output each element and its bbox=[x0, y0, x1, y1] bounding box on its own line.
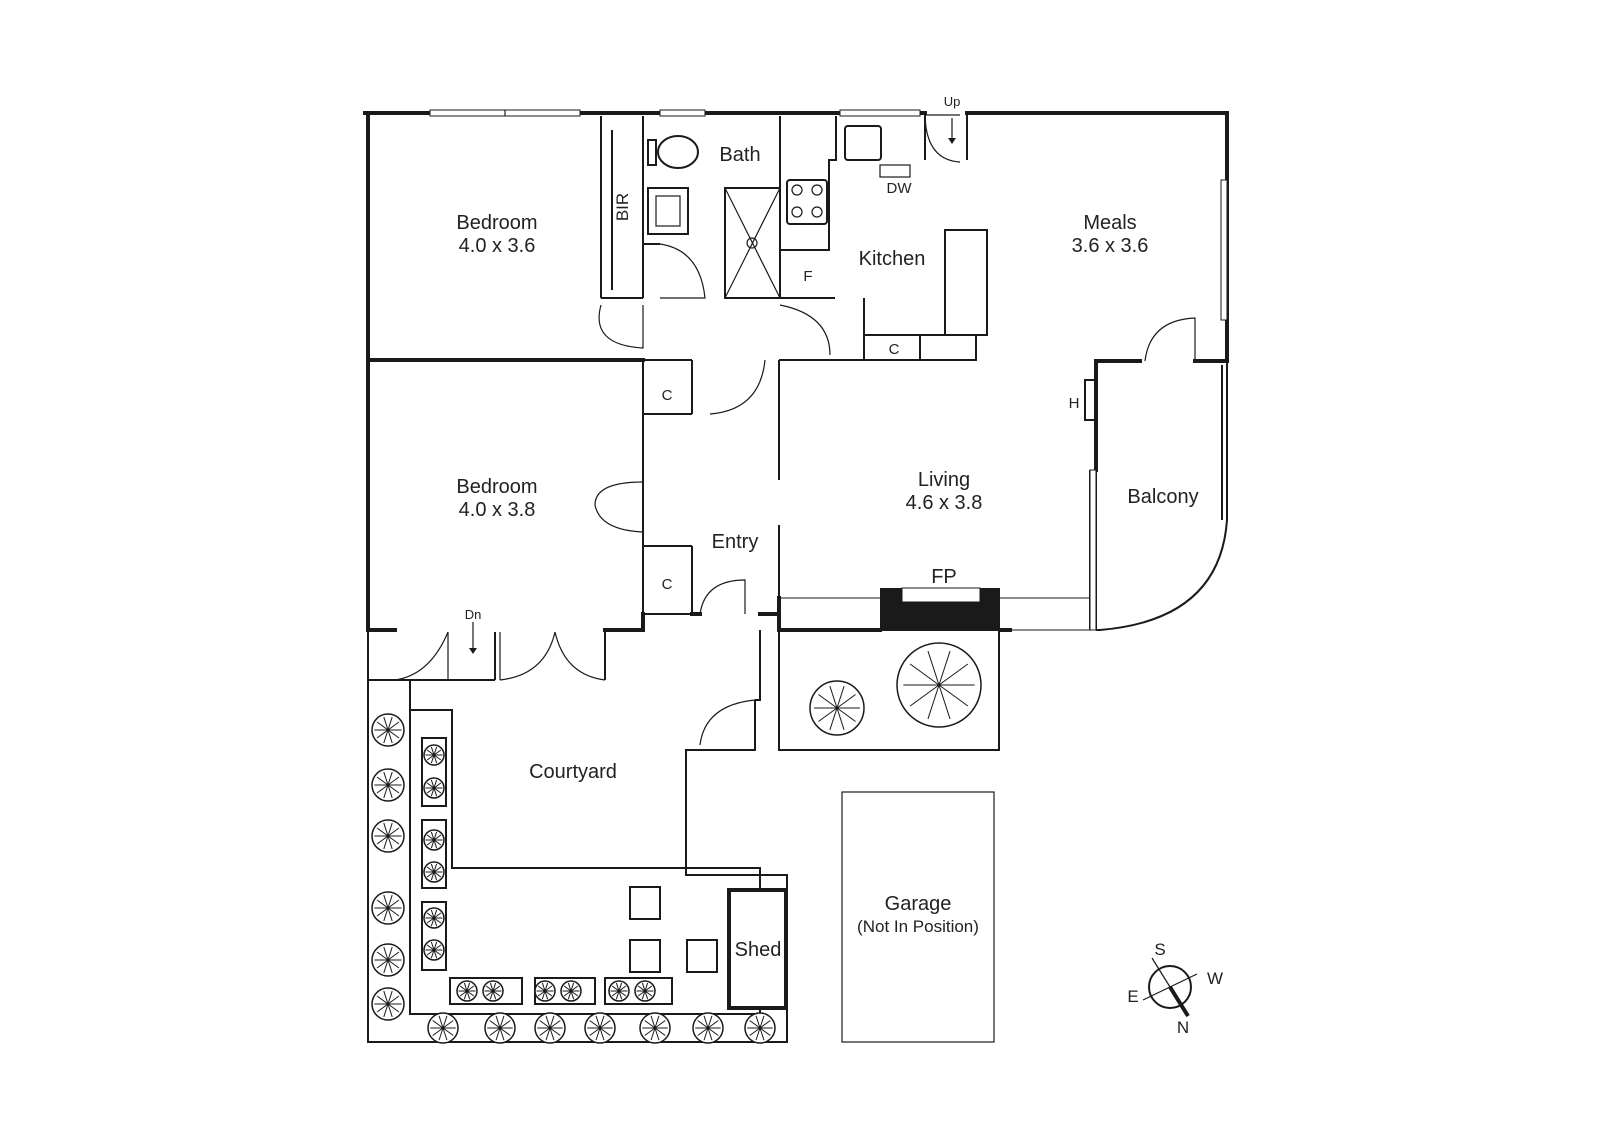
shrub bbox=[371, 819, 405, 853]
shrub bbox=[371, 987, 405, 1021]
shrub bbox=[584, 1012, 616, 1044]
shed-outline bbox=[727, 888, 788, 1010]
bath-label: Bath bbox=[719, 144, 760, 166]
planter-shrub bbox=[423, 907, 445, 929]
shrub bbox=[744, 1012, 776, 1044]
bedroom1-size: 4.0 x 3.6 bbox=[459, 235, 536, 257]
heater-fixture bbox=[1084, 379, 1096, 421]
entry-label: Entry bbox=[712, 531, 759, 553]
fridge-label: F bbox=[803, 268, 812, 285]
stairs-up-label: Up bbox=[944, 94, 961, 109]
kitchen-label: Kitchen bbox=[859, 248, 926, 270]
shrub bbox=[692, 1012, 724, 1044]
tree bbox=[809, 680, 865, 736]
planter-shrub bbox=[534, 980, 556, 1002]
living-size: 4.6 x 3.8 bbox=[906, 492, 983, 514]
fireplace-label: FP bbox=[931, 566, 957, 588]
planter-shrub bbox=[423, 861, 445, 883]
compass-n: N bbox=[1177, 1018, 1189, 1037]
living-name: Living bbox=[918, 469, 970, 491]
meals-name: Meals bbox=[1083, 212, 1136, 234]
planter-shrub bbox=[560, 980, 582, 1002]
shrubs bbox=[371, 713, 776, 1044]
garage-name: Garage bbox=[885, 893, 952, 915]
shrub bbox=[371, 713, 405, 747]
compass-w: W bbox=[1207, 969, 1223, 988]
shrub bbox=[371, 943, 405, 977]
planter-shrub bbox=[423, 829, 445, 851]
shrub bbox=[484, 1012, 516, 1044]
walls bbox=[363, 111, 1229, 632]
heater-label: H bbox=[1069, 395, 1080, 412]
trees bbox=[809, 642, 982, 736]
shrub bbox=[371, 768, 405, 802]
garage-outline bbox=[841, 791, 995, 1043]
tree bbox=[896, 642, 982, 728]
bath-fixtures bbox=[647, 135, 781, 299]
planter-shrub bbox=[608, 980, 630, 1002]
bedroom1-name: Bedroom bbox=[456, 212, 537, 234]
bedroom2-size: 4.0 x 3.8 bbox=[459, 499, 536, 521]
cupboard-kitchen-label: C bbox=[889, 341, 900, 358]
balcony-outline bbox=[1096, 361, 1228, 631]
doors bbox=[394, 114, 1196, 746]
balcony-label: Balcony bbox=[1127, 486, 1198, 508]
planter-shrub bbox=[634, 980, 656, 1002]
compass bbox=[1142, 957, 1198, 1018]
stairs-down-label: Dn bbox=[465, 607, 482, 622]
cupboard-entry-label: C bbox=[662, 576, 673, 593]
planter-shrub bbox=[423, 744, 445, 766]
shrub bbox=[371, 891, 405, 925]
courtyard-label: Courtyard bbox=[529, 761, 617, 783]
dishwasher-label: DW bbox=[887, 180, 913, 197]
shed-label: Shed bbox=[735, 939, 782, 961]
fireplace bbox=[880, 587, 1000, 630]
compass-e: E bbox=[1127, 987, 1138, 1006]
planter-shrub bbox=[423, 939, 445, 961]
outdoor-furniture bbox=[629, 886, 718, 973]
bedroom2-name: Bedroom bbox=[456, 476, 537, 498]
cupboard-hall-label: C bbox=[662, 387, 673, 404]
shrub bbox=[427, 1012, 459, 1044]
garden-bed bbox=[778, 629, 1000, 751]
bir-label: BIR bbox=[613, 193, 632, 221]
meals-size: 3.6 x 3.6 bbox=[1072, 235, 1149, 257]
planter-shrub bbox=[423, 777, 445, 799]
shrub bbox=[534, 1012, 566, 1044]
garage-note: (Not In Position) bbox=[857, 917, 979, 936]
planter-shrub bbox=[456, 980, 478, 1002]
kitchen-fixtures bbox=[780, 116, 988, 361]
windows bbox=[429, 109, 1097, 631]
planter-shrub bbox=[482, 980, 504, 1002]
compass-s: S bbox=[1154, 940, 1165, 959]
shrub bbox=[639, 1012, 671, 1044]
